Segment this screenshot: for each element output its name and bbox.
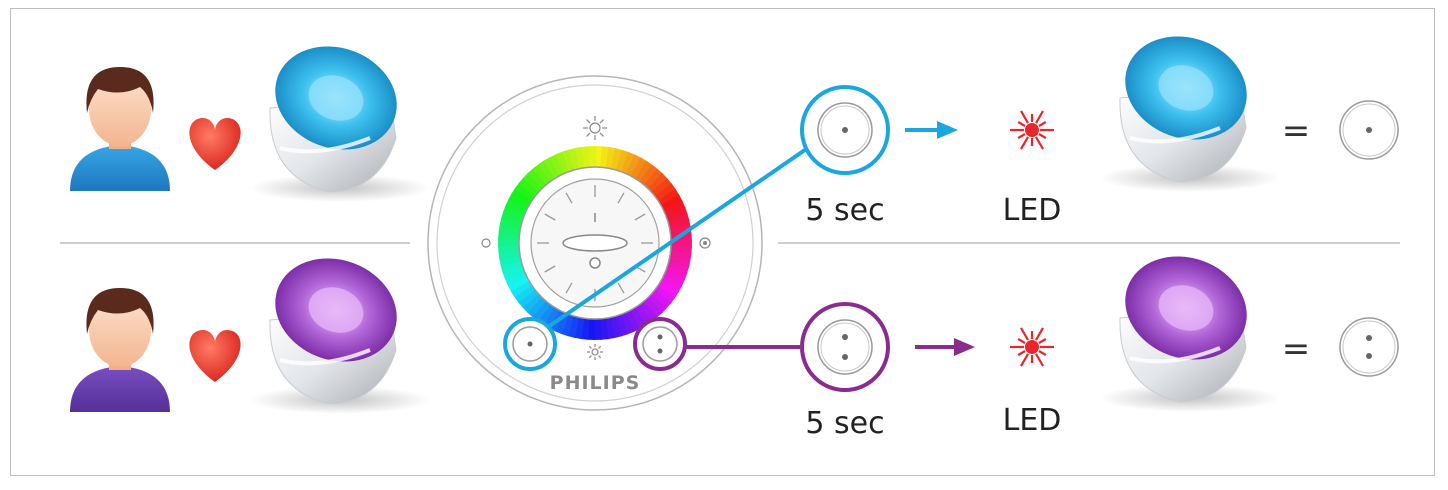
heart-icon [189, 330, 241, 382]
remote-button-2[interactable] [642, 326, 678, 362]
arrow-right-icon [915, 338, 975, 356]
one-dot-button-icon [1339, 100, 1399, 160]
connector-blue [546, 141, 817, 329]
led-label: LED [1003, 403, 1062, 438]
duration-label: 5 sec [805, 193, 884, 228]
highlight-button-1 [503, 317, 557, 371]
led-label: LED [1003, 193, 1062, 228]
sun-small-icon [587, 344, 603, 360]
lamp-purple-icon [250, 258, 430, 414]
press-button-1-large [800, 85, 890, 175]
equals-sign: = [1282, 329, 1311, 369]
press-button-2-large [800, 302, 890, 392]
lamp-blue-icon [1100, 36, 1280, 192]
color-wheel[interactable] [498, 146, 692, 340]
arrow-right-icon [905, 121, 958, 139]
remote-button-1[interactable] [512, 326, 548, 362]
person-purple-icon [70, 288, 170, 412]
lamp-purple-icon [1100, 256, 1280, 412]
lamp-blue-icon [250, 46, 430, 202]
off-indicator-icon [481, 238, 491, 248]
led-flash-icon [1010, 327, 1054, 367]
person-blue-icon [70, 67, 170, 191]
duration-label: 5 sec [805, 406, 884, 441]
sun-large-icon [583, 116, 607, 140]
dots-indicator-icon [699, 237, 711, 249]
brand-logo: PHILIPS [550, 372, 641, 394]
highlight-button-2 [633, 317, 687, 371]
heart-icon [189, 118, 241, 170]
two-dot-button-icon [1339, 317, 1399, 377]
equals-sign: = [1282, 111, 1311, 151]
led-flash-icon [1010, 110, 1054, 150]
remote-control: PHILIPS [427, 75, 763, 411]
